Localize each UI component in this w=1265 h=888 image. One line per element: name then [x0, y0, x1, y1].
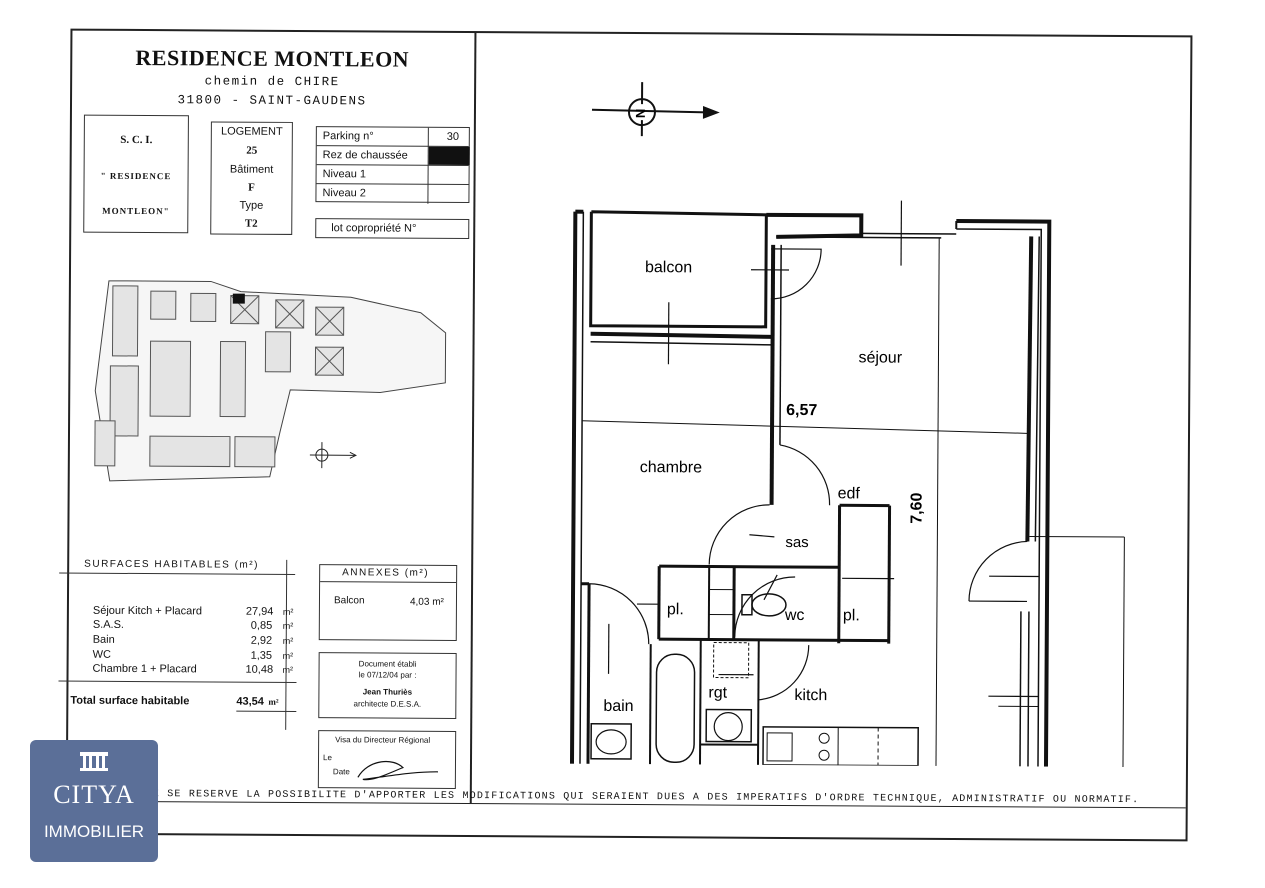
room-kitch: kitch: [794, 687, 827, 704]
room-rgt: rgt: [708, 684, 727, 701]
surfaces-title: SURFACES HABITABLES (m²): [84, 558, 259, 571]
room-bain: bain: [603, 698, 633, 715]
total-unit: m²: [268, 696, 279, 707]
surfaces-title-rule: [59, 572, 296, 575]
room-sejour: séjour: [858, 349, 902, 366]
visa-date: Date: [332, 767, 350, 777]
visa-title: Visa du Directeur Régional: [335, 735, 431, 745]
parking-row: Niveau 1: [316, 165, 469, 186]
surface-unit: m²: [282, 650, 294, 661]
total-value-box: 43,54 m²: [236, 691, 297, 712]
surface-value: 0,85: [250, 619, 273, 632]
sci-box: S. C. I. " RESIDENCE MONTLEON": [83, 114, 189, 234]
logement-number: 25: [246, 144, 258, 157]
parking-row: Rez de chaussée: [316, 146, 470, 167]
annexes-rule: [320, 581, 457, 583]
room-balcon: balcon: [645, 259, 692, 276]
north-label: N: [633, 109, 648, 118]
residence-title: RESIDENCE MONTLEON: [135, 44, 410, 72]
room-sas: sas: [785, 534, 808, 551]
sci-name-2: MONTLEON": [102, 205, 170, 217]
annexes-box: ANNEXES (m²) Balcon 4,03 m²: [318, 564, 458, 641]
dimension-height: 7,60: [908, 492, 925, 523]
niveau2-label: Niveau 2: [322, 187, 366, 200]
logement-label: LOGEMENT: [220, 125, 283, 138]
signature: [357, 760, 438, 781]
lot-label: lot copropriété N°: [331, 222, 417, 235]
batiment-label: Bâtiment: [229, 163, 274, 176]
surface-label: Bain: [92, 633, 115, 646]
total-value: 43,54: [236, 695, 264, 708]
type-value: T2: [244, 217, 258, 230]
surface-value: 27,94: [245, 605, 274, 618]
room-chambre: chambre: [640, 459, 702, 476]
parking-value: 30: [446, 130, 460, 143]
lot-box: lot copropriété N°: [315, 218, 470, 240]
logo-brand: CITYA: [53, 780, 135, 809]
surface-label: S.A.S.: [92, 618, 125, 631]
north-arrow: [591, 82, 720, 137]
room-edf: edf: [838, 485, 861, 502]
document-title: architecte D.E.S.A.: [353, 699, 422, 709]
parking-row: Niveau 2: [316, 184, 468, 204]
annexes-title: ANNEXES (m²): [342, 567, 430, 579]
rdc-label: Rez de chaussée: [322, 149, 408, 162]
surface-value: 10,48: [245, 663, 274, 676]
dimension-width: 6,57: [786, 402, 817, 419]
sci-name-1: " RESIDENCE: [100, 170, 172, 182]
residence-address: chemin de CHIRE: [204, 74, 340, 90]
annexes-value: 4,03 m²: [409, 596, 444, 608]
surface-unit: m²: [282, 620, 294, 631]
surface-label: Séjour Kitch + Placard: [92, 604, 203, 618]
total-label: Total surface habitable: [70, 694, 190, 708]
type-label: Type: [239, 199, 264, 212]
logo-sub: IMMOBILIER: [43, 822, 145, 841]
surface-unit: m²: [282, 635, 294, 646]
room-wc: wc: [784, 607, 805, 624]
logement-box: LOGEMENT 25 Bâtiment F Type T2: [210, 121, 293, 235]
parking-label: Parking n°: [322, 130, 374, 143]
room-placard-2: pl.: [843, 607, 860, 624]
surface-unit: m²: [282, 664, 294, 675]
document-line-1: Document établi: [358, 659, 417, 669]
document-line-2: le 07/12/04 par :: [358, 670, 417, 680]
citya-logo: CITYA IMMOBILIER: [30, 740, 158, 862]
surface-value: 1,35: [250, 649, 273, 662]
document-box: Document établi le 07/12/04 par : Jean T…: [318, 652, 457, 719]
plan-sheet: RESIDENCE MONTLEON chemin de CHIRE 31800…: [58, 28, 1193, 842]
niveau1-label: Niveau 1: [322, 168, 367, 181]
room-placard-1: pl.: [667, 601, 684, 618]
parking-row: Parking n° 30: [316, 127, 469, 148]
document-architect: Jean Thuriès: [362, 687, 413, 697]
rdc-fill: [428, 146, 470, 166]
column-divider: [469, 33, 477, 804]
column-icon: [80, 752, 108, 772]
visa-box: Visa du Directeur Régional Le Date: [317, 730, 457, 789]
surface-unit: m²: [282, 606, 294, 617]
parking-table: Parking n° 30 Rez de chaussée Niveau 1 N…: [315, 126, 470, 204]
surface-label: Chambre 1 + Placard: [92, 662, 197, 676]
visa-le: Le: [322, 753, 332, 763]
sci-label: S. C. I.: [120, 133, 153, 147]
site-plan: [94, 280, 447, 482]
surface-value: 2,92: [250, 634, 273, 647]
annexes-label: Balcon: [333, 595, 365, 607]
surface-label: WC: [92, 648, 112, 661]
batiment-value: F: [248, 181, 255, 194]
floor-plan: N: [569, 82, 1125, 768]
residence-city: 31800 - SAINT-GAUDENS: [177, 93, 367, 109]
